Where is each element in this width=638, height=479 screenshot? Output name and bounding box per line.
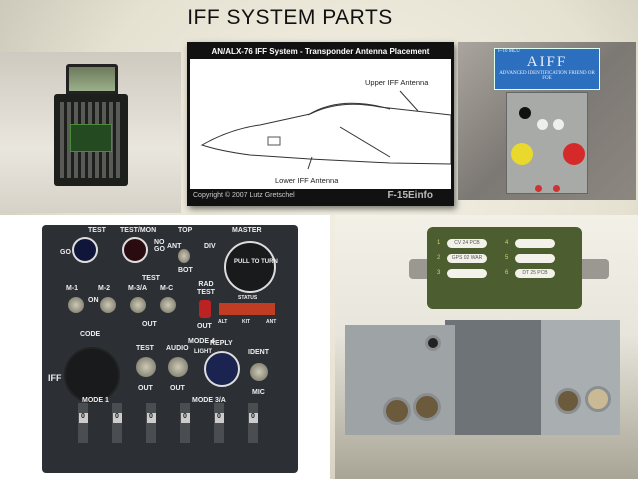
code-knob[interactable] [64,347,120,403]
transponder-hardware-photo: 1 2 3 4 5 6 CV 24 PCB GPS 02 WAR DT 25 P… [335,215,638,479]
label-ant: ANT [167,243,182,250]
label-alt: ALT [218,319,228,325]
antenna-slot-6: DT 25 PCB [515,269,555,278]
test-go-lamp[interactable] [72,237,98,263]
label-status: STATUS [238,295,258,301]
cockpit-display-photo [0,52,181,213]
transponder-box-large [445,320,620,435]
green-antenna-unit: 1 2 3 4 5 6 CV 24 PCB GPS 02 WAR DT 25 P… [427,227,582,309]
label-audio: AUDIO [166,345,189,352]
diagram-header: AN/ALX-76 IFF System - Transponder Anten… [190,45,451,59]
aiff-unit [506,92,588,194]
transponder-box-small [345,325,455,435]
slide-title: IFF SYSTEM PARTS [187,6,393,29]
ident-toggle[interactable] [250,363,268,381]
antenna-slot-4 [515,239,555,248]
label-div: DIV [204,243,216,250]
m2-toggle[interactable] [100,297,116,313]
label-kit: KIT [242,319,251,325]
mode1-wheel-1[interactable]: 0 [78,403,88,443]
label-mode4-test: TEST [136,345,154,352]
label-ident: IDENT [248,349,269,356]
reply-lamp [204,351,240,387]
iff-control-panel-photo: TEST TEST/MON TOP BOT ANT DIV MASTER GO … [0,215,330,479]
label-bot: BOT [178,267,193,274]
m3a-toggle[interactable] [130,297,146,313]
mc-toggle[interactable] [160,297,176,313]
diagram-brand: F-15Einfo [387,190,433,201]
mode3a-wheel-2[interactable]: 0 [180,403,190,443]
label-light: LIGHT [194,349,212,355]
m1-toggle[interactable] [68,297,84,313]
antenna-placement-diagram: AN/ALX-76 IFF System - Transponder Anten… [187,42,454,206]
aiff-unit-photo: F-16 MLU AIFF ADVANCED IDENTIFICATION FR… [458,42,636,200]
label-mode1: MODE 1 [82,397,109,404]
label-go: GO [60,249,71,256]
sign-title: AIFF [526,54,568,70]
upper-antenna-label: Upper IFF Antenna [365,78,429,87]
master-knob-label: PULL TO TURN [234,259,278,265]
label-m3a: M-3/A [128,285,148,292]
sign-corner-text: F-16 MLU [498,49,520,54]
audio-toggle[interactable] [168,357,188,377]
label-test: TEST [88,227,106,234]
mode1-wheel-2[interactable]: 0 [112,403,122,443]
iff-control-panel: TEST TEST/MON TOP BOT ANT DIV MASTER GO … [42,225,298,473]
label-m2: M-2 [98,285,111,292]
label-reply: REPLY [210,340,233,347]
antenna-slot-2: GPS 02 WAR [447,254,487,263]
aiff-sign: F-16 MLU AIFF ADVANCED IDENTIFICATION FR… [494,48,600,90]
label-m1: M-1 [66,285,79,292]
mode3a-wheel-3[interactable]: 0 [214,403,224,443]
status-indicator [219,303,275,315]
label-mode4: MODE 4 [188,338,215,345]
label-top: TOP [178,227,193,234]
f15-aircraft-drawing [200,90,451,170]
sign-subtitle: ADVANCED IDENTIFICATION FRIEND OR FOE [499,71,595,81]
master-knob[interactable] [224,241,276,293]
antenna-slot-1: CV 24 PCB [447,239,487,248]
rad-test-switch[interactable] [199,300,211,318]
label-out: OUT [142,321,157,328]
label-test-mon: TEST/MON [120,227,157,234]
label-master: MASTER [232,227,262,234]
label-iff: IFF [48,373,62,383]
label-ant2: ANT [266,319,277,325]
label-rad-test: RAD TEST [197,281,215,296]
mode3a-wheel-4[interactable]: 0 [248,403,258,443]
label-test-group: TEST [142,275,160,282]
label-mc: M-C [160,285,174,292]
lower-antenna-label: Lower IFF Antenna [275,176,339,185]
label-code: CODE [80,331,101,338]
test-mon-lamp[interactable] [122,237,148,263]
antenna-slot-3 [447,269,487,278]
display-screen [70,124,112,152]
mode4-test-toggle[interactable] [136,357,156,377]
label-on: ON [88,297,99,304]
label-mic: MIC [252,389,265,396]
mode3a-wheel-1[interactable]: 0 [146,403,156,443]
antenna-toggle[interactable] [178,249,190,263]
yellow-button [511,143,533,165]
hud-glass [66,64,118,94]
diagram-copyright: Copyright © 2007 Lutz Gretschel [190,189,451,203]
label-mode4-out: OUT [138,385,153,392]
antenna-slot-5 [515,254,555,263]
label-nogo: NO GO [154,239,165,253]
label-audio-out: OUT [170,385,185,392]
label-mode3a: MODE 3/A [192,397,226,404]
label-rad-out: OUT [197,323,212,330]
red-button [563,143,585,165]
